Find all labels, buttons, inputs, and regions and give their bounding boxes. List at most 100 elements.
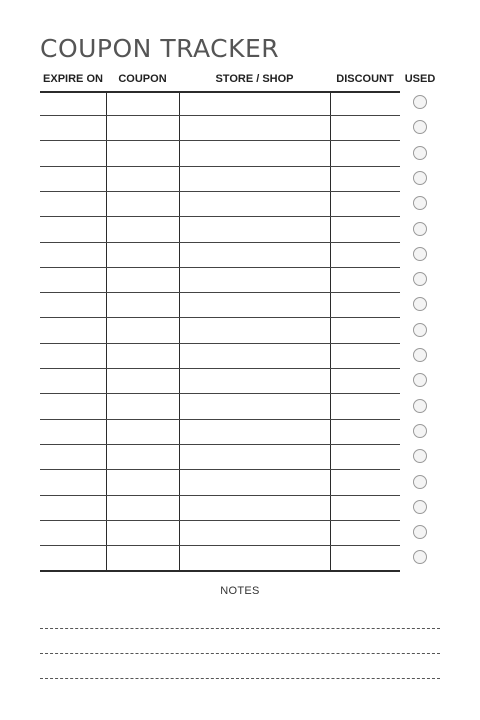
coupon-cell[interactable] [107,521,179,546]
discount-cell[interactable] [331,91,400,116]
notes-label: NOTES [220,585,260,597]
coupon-cell[interactable] [107,142,179,167]
notes-line[interactable] [40,628,440,629]
expire-on-cell[interactable] [40,496,106,521]
store-shop-cell[interactable] [180,319,330,344]
store-shop-cell[interactable] [180,344,330,369]
column-header-coupon: COUPON [118,73,167,85]
coupon-cell[interactable] [107,293,179,318]
expire-on-cell[interactable] [40,167,106,192]
expire-on-cell[interactable] [40,521,106,546]
store-shop-cell[interactable] [180,218,330,243]
used-checkbox[interactable] [413,423,427,438]
coupon-cell[interactable] [107,471,179,496]
used-checkbox[interactable] [413,398,427,413]
used-checkbox[interactable] [413,95,427,109]
discount-cell[interactable] [331,192,400,217]
coupon-cell[interactable] [107,496,179,521]
used-checkbox[interactable] [413,170,427,185]
expire-on-cell[interactable] [40,319,106,344]
coupon-cell[interactable] [107,243,179,268]
discount-cell[interactable] [331,218,400,243]
expire-on-cell[interactable] [40,293,106,318]
discount-cell[interactable] [331,319,400,344]
discount-cell[interactable] [331,142,400,167]
coupon-cell[interactable] [107,395,179,420]
coupon-cell[interactable] [107,420,179,445]
used-checkbox[interactable] [413,474,427,489]
discount-cell[interactable] [331,521,400,546]
used-checkbox[interactable] [413,221,427,236]
store-shop-cell[interactable] [180,142,330,167]
discount-cell[interactable] [331,243,400,268]
discount-cell[interactable] [331,420,400,445]
store-shop-cell[interactable] [180,521,330,546]
coupon-cell[interactable] [107,319,179,344]
notes-line[interactable] [40,653,440,654]
coupon-cell[interactable] [107,192,179,217]
discount-cell[interactable] [331,293,400,318]
used-checkbox[interactable] [413,246,427,261]
expire-on-cell[interactable] [40,369,106,394]
expire-on-cell[interactable] [40,420,106,445]
store-shop-cell[interactable] [180,395,330,420]
expire-on-cell[interactable] [40,471,106,496]
expire-on-cell[interactable] [40,395,106,420]
store-shop-cell[interactable] [180,116,330,141]
expire-on-cell[interactable] [40,91,106,116]
store-shop-cell[interactable] [180,268,330,293]
discount-cell[interactable] [331,167,400,192]
coupon-cell[interactable] [107,369,179,394]
used-checkbox[interactable] [413,348,427,362]
store-shop-cell[interactable] [180,192,330,217]
coupon-cell[interactable] [107,218,179,243]
coupon-cell[interactable] [107,91,179,116]
used-checkbox[interactable] [413,145,427,160]
discount-cell[interactable] [331,445,400,470]
expire-on-cell[interactable] [40,116,106,141]
used-checkbox[interactable] [413,499,427,514]
used-checkbox[interactable] [413,196,427,211]
store-shop-cell[interactable] [180,546,330,571]
used-checkbox[interactable] [413,322,427,337]
coupon-cell[interactable] [107,344,179,369]
store-shop-cell[interactable] [180,471,330,496]
store-shop-cell[interactable] [180,243,330,268]
store-shop-cell[interactable] [180,167,330,192]
store-shop-cell[interactable] [180,420,330,445]
expire-on-cell[interactable] [40,344,106,369]
used-checkbox[interactable] [413,120,427,135]
expire-on-cell[interactable] [40,142,106,167]
coupon-cell[interactable] [107,116,179,141]
coupon-cell[interactable] [107,167,179,192]
discount-cell[interactable] [331,268,400,293]
expire-on-cell[interactable] [40,192,106,217]
coupon-cell[interactable] [107,445,179,470]
used-checkbox[interactable] [413,449,427,464]
used-checkbox[interactable] [413,272,427,287]
used-checkbox[interactable] [413,297,427,312]
notes-line[interactable] [40,678,440,679]
discount-cell[interactable] [331,546,400,571]
store-shop-cell[interactable] [180,91,330,116]
discount-cell[interactable] [331,471,400,496]
store-shop-cell[interactable] [180,496,330,521]
expire-on-cell[interactable] [40,218,106,243]
discount-cell[interactable] [331,496,400,521]
discount-cell[interactable] [331,395,400,420]
expire-on-cell[interactable] [40,546,106,571]
used-checkbox[interactable] [413,525,427,540]
store-shop-cell[interactable] [180,369,330,394]
expire-on-cell[interactable] [40,445,106,470]
used-checkbox[interactable] [413,373,427,388]
expire-on-cell[interactable] [40,268,106,293]
discount-cell[interactable] [331,344,400,369]
expire-on-cell[interactable] [40,243,106,268]
discount-cell[interactable] [331,116,400,141]
discount-cell[interactable] [331,369,400,394]
store-shop-cell[interactable] [180,445,330,470]
store-shop-cell[interactable] [180,293,330,318]
used-checkbox[interactable] [413,550,427,565]
coupon-cell[interactable] [107,546,179,571]
coupon-cell[interactable] [107,268,179,293]
